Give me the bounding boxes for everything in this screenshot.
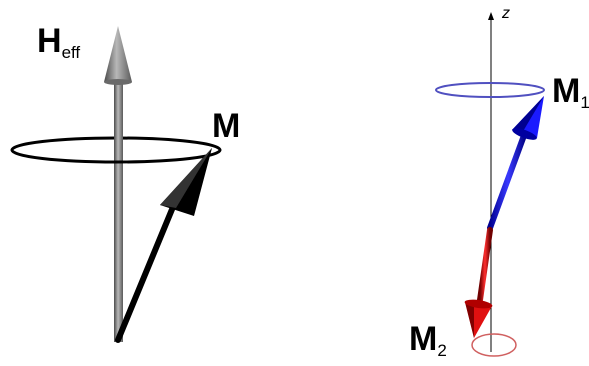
effective-field-label: Heff [37, 22, 80, 62]
magnetization-arrow [115, 148, 212, 343]
moment-1-label: M1 [552, 72, 589, 112]
bottom-precession-ring [471, 333, 517, 357]
moment-1-arrow [487, 96, 544, 231]
effective-field-arrow [104, 26, 132, 342]
moment-2-label: M2 [409, 320, 447, 360]
z-axis [488, 12, 494, 352]
moment-2-arrow [464, 227, 493, 338]
top-precession-ring [435, 82, 545, 98]
left-precession-figure: Heff M [10, 22, 240, 343]
right-precession-figure: z M1 M2 [409, 5, 589, 360]
magnetization-label: M [212, 107, 240, 145]
z-axis-label: z [501, 5, 510, 22]
